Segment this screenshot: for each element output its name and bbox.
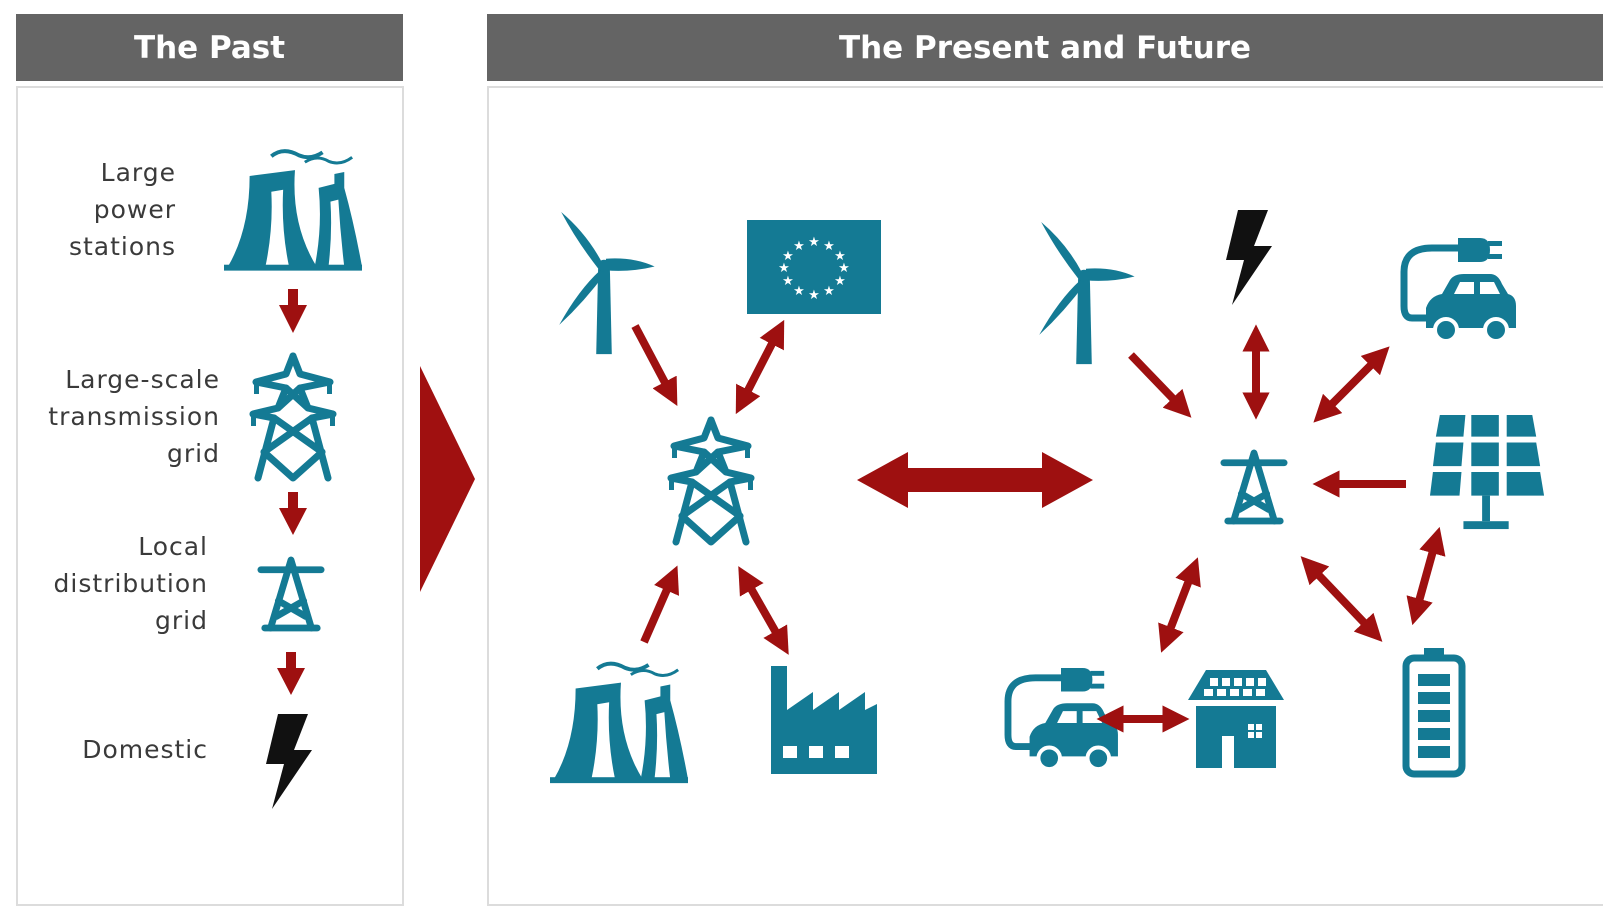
arrow-car-pylon (1313, 346, 1390, 423)
label-transmission-grid: Large-scale transmission grid (48, 365, 220, 468)
arrow-eu-tower (735, 319, 785, 415)
present-future-header-title: The Present and Future (838, 29, 1252, 66)
label-distribution-grid: Local distribution grid (53, 532, 208, 635)
down-arrow-icon (277, 652, 305, 695)
arrow-turbine-to-tower (631, 324, 678, 407)
past-header: The Past (16, 14, 403, 81)
arrow-station-to-tower (640, 565, 680, 644)
down-arrow-icon (279, 492, 307, 535)
label-large-power-stations: Large power stations (68, 158, 176, 261)
transition-arrow-icon (420, 366, 475, 592)
past-header-title: The Past (133, 29, 286, 66)
label-domestic: Domestic (82, 735, 208, 764)
down-arrow-icon (279, 289, 307, 333)
arrow-solar-battery (1406, 526, 1446, 626)
arrow-transmission-distribution-link (857, 452, 1093, 508)
arrow-tower-factory (738, 566, 789, 655)
arrow-turbine-to-pylon (1128, 352, 1192, 418)
present-future-header: The Present and Future (487, 14, 1603, 81)
arrow-pylon-battery (1300, 556, 1383, 642)
arrow-pylon-house (1158, 557, 1201, 653)
